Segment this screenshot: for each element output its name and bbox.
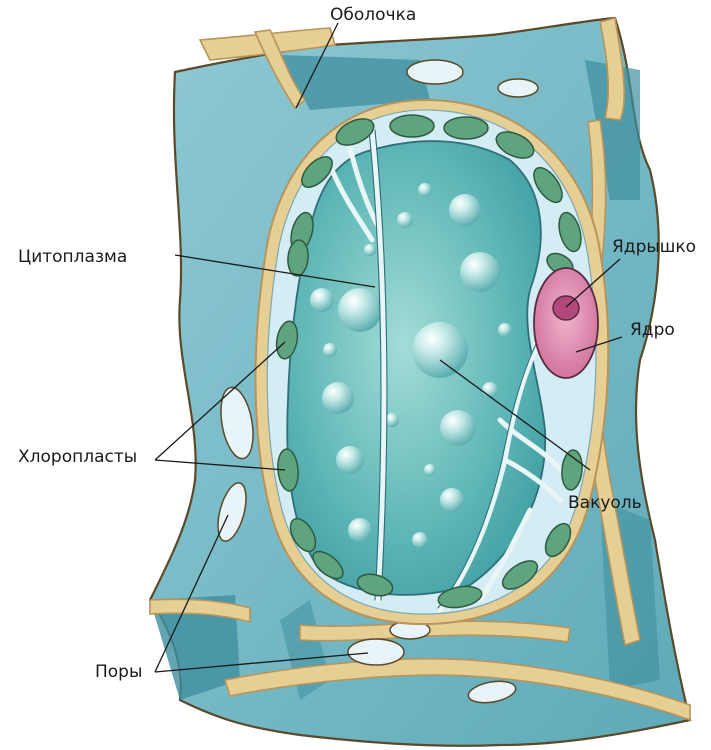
label-nucleolus: Ядрышко xyxy=(612,237,696,257)
vacuole xyxy=(287,141,545,595)
label-cytoplasm: Цитоплазма xyxy=(18,247,127,267)
label-chloroplasts: Хлоропласты xyxy=(18,447,137,467)
label-vacuole: Вакуоль xyxy=(568,493,642,513)
label-wall: Оболочка xyxy=(330,5,416,25)
chloroplast xyxy=(390,115,434,137)
nucleus xyxy=(534,268,598,378)
label-pores: Поры xyxy=(95,662,142,682)
chloroplast xyxy=(444,117,488,139)
label-nucleus: Ядро xyxy=(630,320,675,340)
